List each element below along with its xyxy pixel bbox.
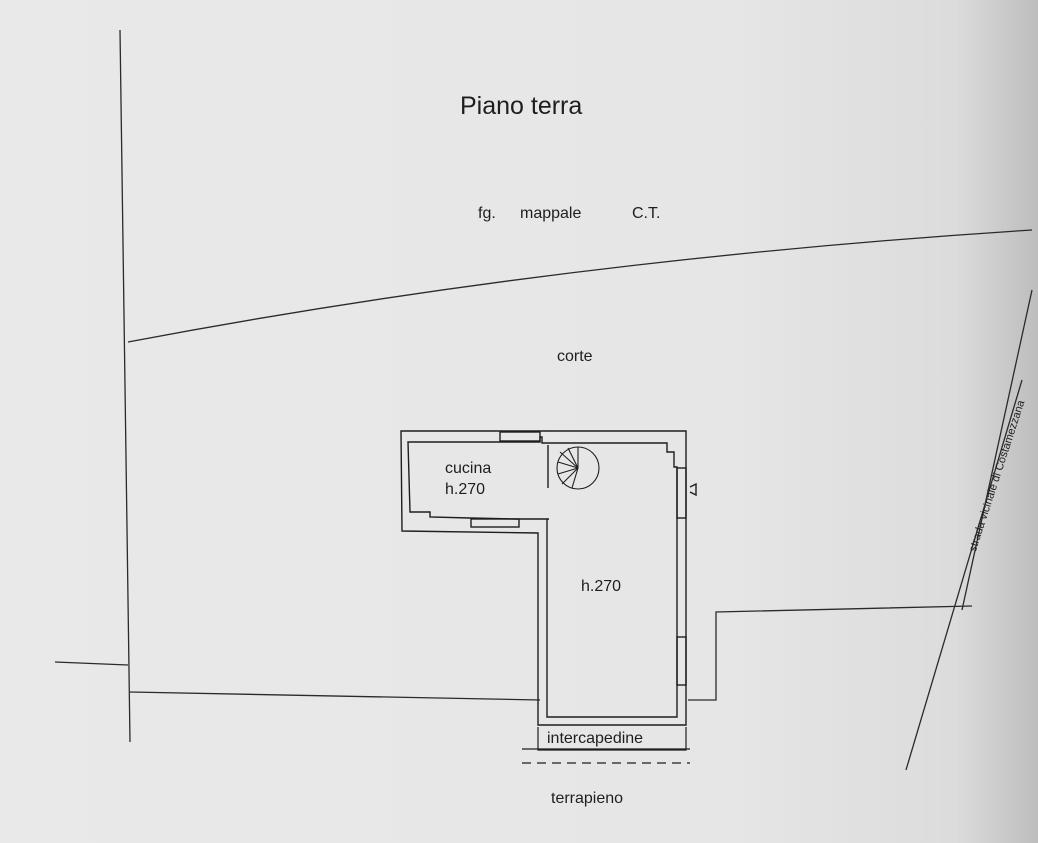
land-registry-label: C.T. [632,205,661,222]
property-boundary-top [127,229,1033,343]
boundary-left-stub [54,661,129,666]
property-boundary-left [119,29,131,743]
sheet-number-label: fg. [478,205,496,222]
property-boundary-right [688,605,973,701]
plan-title: Piano terra [460,92,583,120]
building-walls [400,430,697,726]
embankment-label: terrapieno [551,790,624,807]
cavity-box [537,727,687,751]
kitchen-label: cucina [445,460,492,477]
room-height-label: h.270 [581,578,622,595]
parcel-label: mappale [520,205,582,222]
property-boundary-bottom [129,691,541,701]
courtyard-label: corte [557,348,593,365]
kitchen-height-label: h.270 [445,481,486,498]
cavity-label: intercapedine [547,730,644,747]
road-edge-2 [905,379,1023,771]
road-edge-1 [961,289,1033,611]
spiral-staircase-icon [556,446,600,490]
